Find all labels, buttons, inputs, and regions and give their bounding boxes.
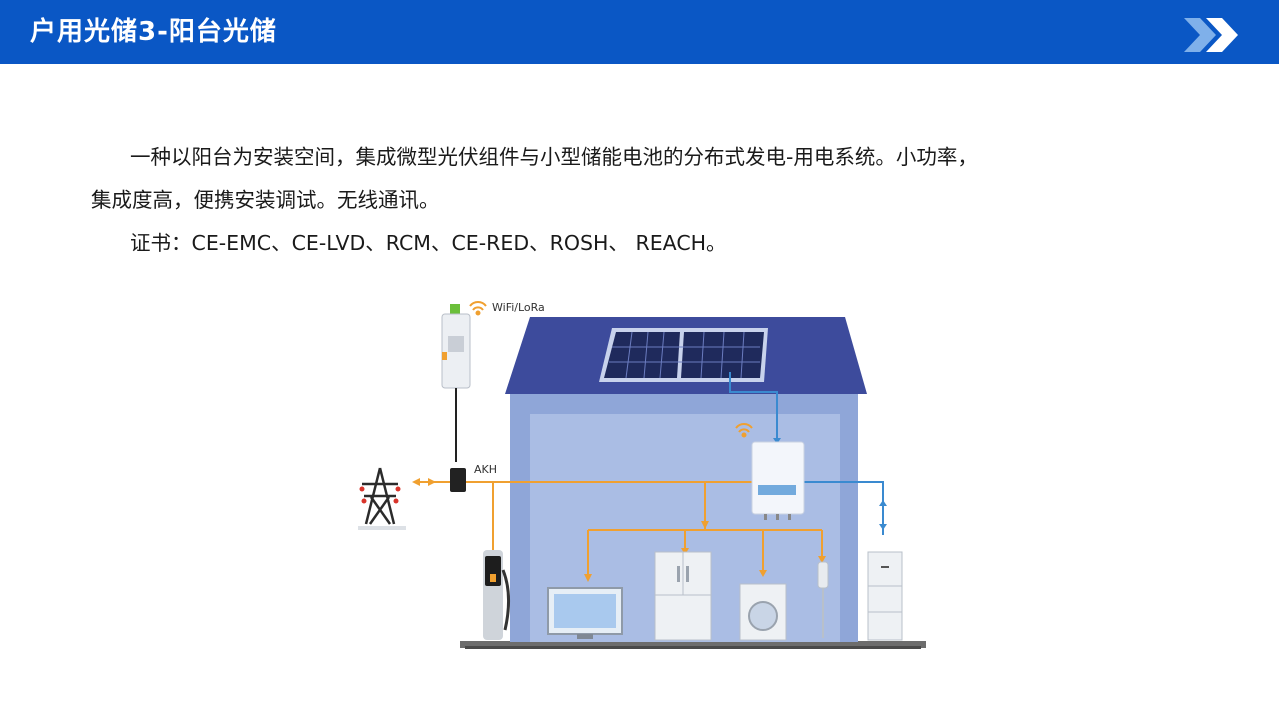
page-title: 户用光储3-阳台光储 [30,17,277,47]
ground-base [460,641,926,648]
description-line-1: 一种以阳台为安装空间，集成微型光伏组件与小型储能电池的分布式发电-用电系统。小功… [130,145,978,169]
dc-line-panel-inverter [729,372,778,442]
battery-cabinet [867,551,903,641]
solar-panel-icon [599,328,768,382]
wifi-icon [469,301,487,316]
double-chevron-right-icon [1184,18,1238,52]
ac-distribution-lines [418,481,823,579]
ct-label: AKH [474,463,497,476]
micro-inverter [751,441,805,520]
header-bar: 户用光储3-阳台光储 [0,0,1279,64]
description-line-2: 集成度高，便携安装调试。无线通讯。 [91,188,440,212]
dc-line-inverter-battery [802,481,884,535]
washing-machine [739,583,787,641]
refrigerator [654,551,712,641]
smart-meter [441,304,471,492]
certificates-text: 证书：CE-EMC、CE-LVD、RCM、CE-RED、ROSH、 REACH。 [130,231,727,255]
balcony-storage-system-diagram: WiFi/LoRa AKH [358,301,926,649]
wifi-icon [735,423,753,438]
wifi-label: WiFi/LoRa [492,301,545,314]
power-tower-icon [362,467,398,525]
ev-charger [483,550,510,640]
tv [547,587,623,639]
stick-appliance [817,561,829,638]
